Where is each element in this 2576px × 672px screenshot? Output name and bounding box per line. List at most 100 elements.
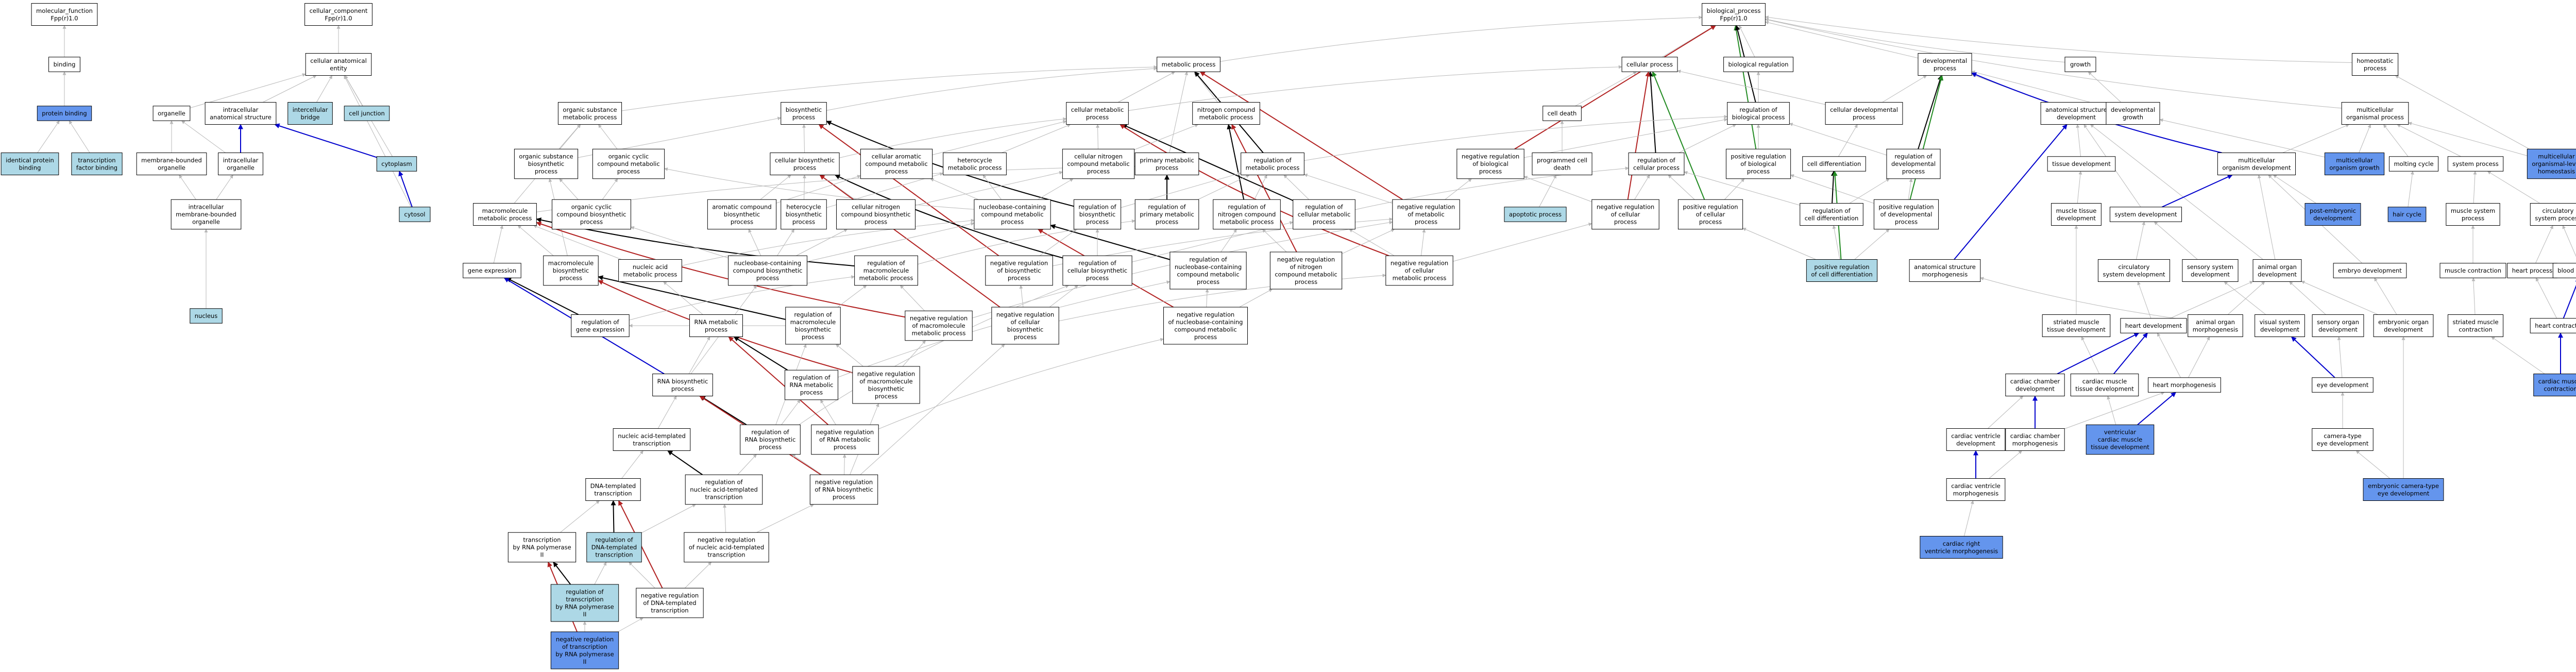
go-term-box: [399, 207, 431, 222]
go-term-label: of nucleobase-containing: [1168, 318, 1243, 326]
go-term-label: organelle: [158, 110, 185, 117]
go-term-label: development: [1956, 440, 1995, 447]
go-term-label: nucleic acid-templated: [690, 486, 758, 493]
go-term-label: regulation of: [1148, 204, 1186, 211]
go-term-label: cellular anatomical: [310, 57, 367, 64]
go-term-label: of cellular: [1611, 211, 1640, 218]
go-term-label: nitrogen compound: [1197, 106, 1256, 113]
go-term-box: [1800, 203, 1863, 226]
go-term-box: [652, 374, 713, 396]
go-term-label: process: [580, 219, 603, 226]
relation-edge: [69, 120, 90, 153]
go-term-box: [1909, 259, 1981, 282]
go-term-label: metabolic process: [1393, 275, 1447, 282]
go-term-label: negative regulation: [910, 315, 968, 322]
go-term-label: cardiac ventricle: [1951, 482, 2001, 490]
go-term-label: of biological: [1740, 160, 1776, 167]
relation-edge: [2188, 336, 2210, 378]
go-term-box: [305, 53, 372, 76]
go-term-label: primary metabolic: [1140, 157, 1194, 164]
go-term-label: cytoplasm: [381, 160, 412, 167]
relation-edge: [2081, 336, 2100, 374]
relation-edge: [602, 178, 618, 200]
go-term-muscle-contraction: muscle contraction: [2439, 263, 2506, 278]
relation-edge: [915, 171, 1063, 206]
go-term-label: cardiac muscle: [2538, 378, 2576, 385]
go-term-protein-binding: protein binding: [37, 106, 92, 121]
relation-edge: [2397, 124, 2461, 157]
go-term-hair-cycle: hair cycle: [2387, 207, 2427, 222]
go-term-label: morphogenesis: [1922, 271, 1968, 278]
go-term-box: [2064, 57, 2096, 72]
relation-edge: [932, 120, 1067, 155]
relation-edge: [791, 454, 822, 475]
relation-edge: [2337, 336, 2343, 378]
go-term-label: organismal process: [2346, 113, 2404, 121]
go-term-box: [2109, 207, 2182, 222]
relation-edge: [1039, 229, 1077, 256]
go-term-label: macromolecule: [548, 260, 594, 267]
go-term-box: [854, 255, 918, 286]
go-term-label: negative regulation: [815, 479, 873, 486]
go-term-box: [1192, 102, 1260, 125]
go-term-box: [1213, 199, 1281, 230]
go-term-box: [2530, 203, 2576, 226]
go-term-box: [1269, 251, 1343, 290]
go-term-label: intracellular: [189, 204, 224, 211]
go-term-label: anatomical structure: [1914, 263, 1976, 271]
go-term-label: cardiac chamber: [2010, 378, 2060, 385]
relation-edge: [2224, 281, 2266, 315]
go-term-label: process: [1934, 64, 1956, 72]
go-term-label: DNA-templated: [591, 544, 637, 551]
go-term-box: [2106, 102, 2160, 125]
go-term-box: [2439, 263, 2506, 278]
go-term-label: process: [756, 275, 779, 282]
go-term-box: [781, 199, 827, 230]
go-term-box: [1920, 536, 2003, 559]
go-term-label: cardiac muscle: [2098, 436, 2143, 443]
go-term-label: regulation of: [1637, 157, 1675, 164]
go-term-label: binding: [19, 164, 41, 171]
go-term-label: process: [671, 385, 694, 392]
relation-edge: [1342, 229, 1395, 254]
relation-edge: [559, 178, 579, 200]
go-term-label: development: [2260, 326, 2299, 333]
go-term-label: process: [885, 168, 908, 175]
relation-edge: [641, 504, 696, 533]
go-term-box: [1702, 3, 1766, 26]
relation-edge: [819, 174, 1001, 308]
relation-edge: [536, 221, 905, 318]
go-term-box: [550, 584, 619, 622]
relation-edge: [1134, 124, 1199, 150]
relation-edge: [629, 562, 655, 589]
go-term-label: gene expression: [576, 326, 624, 333]
go-term-box: [1293, 199, 1355, 230]
go-term-label: anatomical structure: [2045, 106, 2107, 113]
go-term-label: of transcription: [562, 643, 607, 650]
go-term-label: process: [1001, 219, 1024, 226]
relation-edge: [1445, 178, 1472, 200]
relation-edge: [1220, 15, 1703, 62]
relation-edge: [344, 75, 412, 207]
go-term-label: of cellular: [1696, 211, 1725, 218]
relation-edge: [2137, 281, 2151, 318]
go-term-label: metabolic process: [859, 275, 913, 282]
relation-edge: [700, 395, 747, 426]
go-term-label: growth: [2123, 113, 2143, 121]
go-term-label: RNA metabolic: [694, 318, 738, 326]
go-term-label: biosynthetic: [786, 211, 822, 218]
relation-edge: [316, 75, 332, 103]
